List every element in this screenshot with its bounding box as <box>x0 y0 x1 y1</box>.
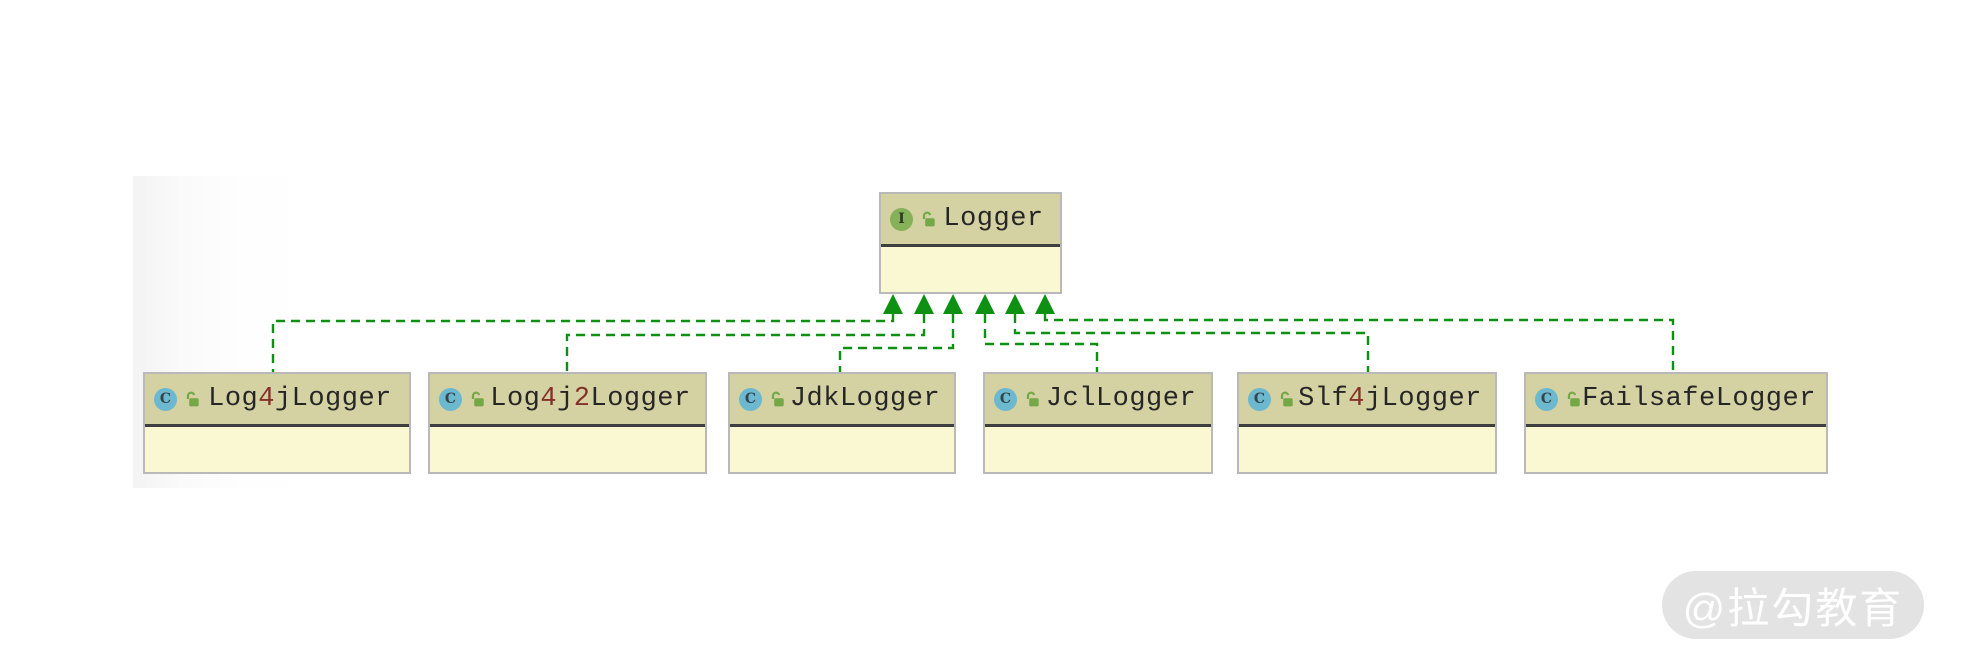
node-body <box>730 427 954 472</box>
class-icon: C <box>1535 387 1558 411</box>
node-divider <box>985 424 1211 427</box>
node-title: FailsafeLogger <box>1582 384 1816 414</box>
uml-node-log4jlogger[interactable]: C Log4jLogger <box>143 372 411 474</box>
node-header: C JclLogger <box>985 374 1211 424</box>
node-body <box>1526 427 1826 472</box>
node-divider <box>1239 424 1495 427</box>
node-body <box>881 247 1060 292</box>
node-title: JdkLogger <box>789 384 941 414</box>
unlocked-icon <box>471 391 484 407</box>
class-icon: C <box>994 387 1017 411</box>
class-icon: C <box>439 387 462 411</box>
unlocked-icon <box>1026 391 1039 407</box>
watermark-text: @拉勾教育 <box>1682 584 1904 632</box>
node-title: Log4jLogger <box>208 384 392 414</box>
node-header: C Slf4jLogger <box>1239 374 1495 424</box>
unlocked-icon <box>771 391 784 407</box>
interface-icon: I <box>890 207 913 231</box>
node-title: Log4j2Logger <box>490 384 691 414</box>
uml-node-failsafelogger[interactable]: C FailsafeLogger <box>1524 372 1828 474</box>
node-divider <box>145 424 409 427</box>
node-body <box>145 427 409 472</box>
node-body <box>1239 427 1495 472</box>
node-divider <box>881 244 1060 247</box>
node-divider <box>1526 424 1826 427</box>
node-header: C Log4jLogger <box>145 374 409 424</box>
unlocked-icon <box>922 211 935 227</box>
node-header: C Log4j2Logger <box>430 374 705 424</box>
node-title: Logger <box>943 204 1044 234</box>
watermark-badge: @拉勾教育 <box>1662 571 1924 639</box>
uml-node-jdklogger[interactable]: C JdkLogger <box>728 372 956 474</box>
unlocked-icon <box>1280 391 1293 407</box>
class-icon: C <box>739 387 762 411</box>
node-body <box>985 427 1211 472</box>
node-title: JclLogger <box>1045 384 1197 414</box>
uml-node-log4j2logger[interactable]: C Log4j2Logger <box>428 372 707 474</box>
node-header: I Logger <box>881 194 1060 244</box>
uml-node-jcllogger[interactable]: C JclLogger <box>983 372 1213 474</box>
node-body <box>430 427 705 472</box>
uml-node-slf4jlogger[interactable]: C Slf4jLogger <box>1237 372 1497 474</box>
uml-node-logger[interactable]: I Logger <box>879 192 1062 294</box>
node-header: C JdkLogger <box>730 374 954 424</box>
node-title: Slf4jLogger <box>1298 384 1482 414</box>
unlocked-icon <box>1567 391 1580 407</box>
unlocked-icon <box>186 391 199 407</box>
class-icon: C <box>154 387 177 411</box>
node-divider <box>430 424 705 427</box>
class-icon: C <box>1248 387 1271 411</box>
node-header: C FailsafeLogger <box>1526 374 1826 424</box>
node-divider <box>730 424 954 427</box>
